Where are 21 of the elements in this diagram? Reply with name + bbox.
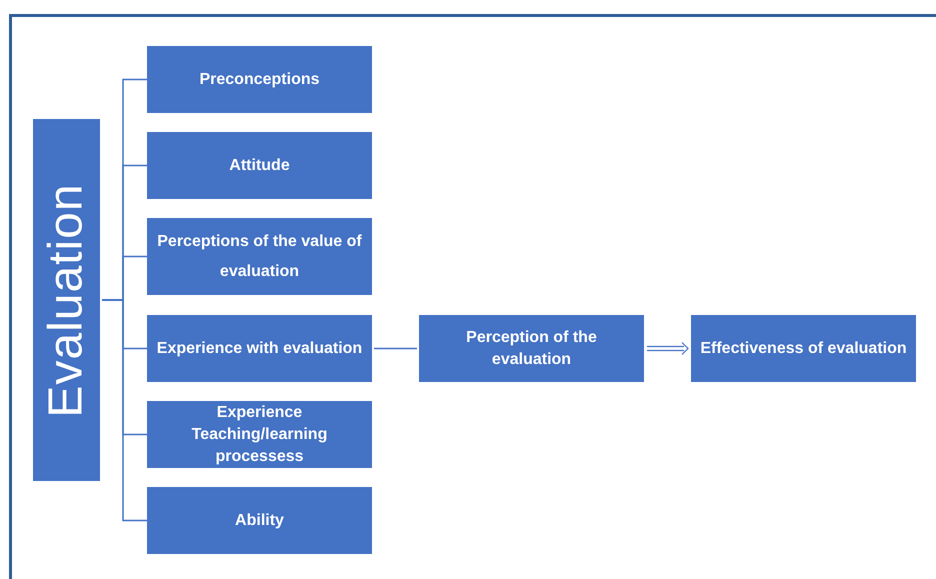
box-label: Perception of the evaluation xyxy=(465,328,598,370)
box-label: Perceptions of the value of evaluation xyxy=(156,232,363,282)
box-label: Attitude xyxy=(229,156,290,176)
box-label: Experience with evaluation xyxy=(156,338,362,358)
box-label: Experience Teaching/learning processess xyxy=(190,402,328,466)
process-box xyxy=(147,487,372,554)
process-box xyxy=(419,315,644,382)
connector-line xyxy=(374,348,417,350)
process-box xyxy=(147,401,372,468)
connector-line xyxy=(102,299,147,522)
box-label: Ability xyxy=(235,510,284,530)
process-box xyxy=(147,315,372,382)
process-box xyxy=(147,46,372,113)
process-box xyxy=(691,315,916,382)
process-box xyxy=(147,218,372,295)
category-label: Evaluation xyxy=(39,182,94,418)
double-arrow xyxy=(646,342,689,355)
category-box xyxy=(33,119,100,481)
box-label: Effectiveness of evaluation xyxy=(700,338,907,358)
box-label: Preconceptions xyxy=(199,70,320,90)
process-box xyxy=(147,132,372,199)
